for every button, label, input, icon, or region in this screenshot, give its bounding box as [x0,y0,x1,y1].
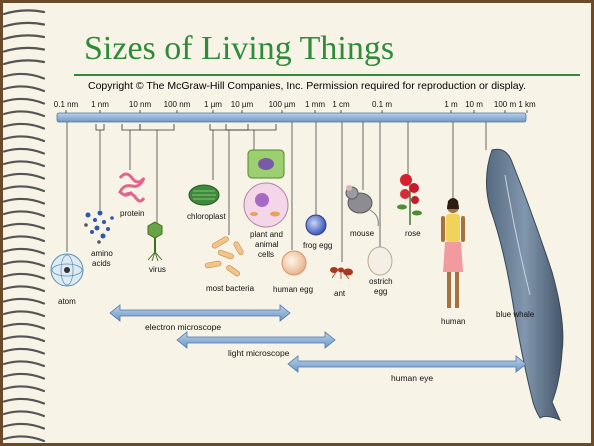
spiral-binding [2,9,46,443]
chloroplast-label: chloroplast [187,212,226,221]
light-microscope-arrow [176,331,336,349]
scale-tick-label: 1 cm [332,100,350,109]
rose-illustration [397,174,422,225]
protein-label: protein [120,209,144,218]
amino-acids-label-line1: amino [91,249,113,258]
light-microscope-label: light microscope [228,348,290,358]
scale-tick-label: 10 nm [129,100,152,109]
spiral-ring [2,59,46,66]
spiral-ring [2,85,46,93]
spiral-ring [2,260,46,268]
human-eye-arrow [287,355,527,373]
human-egg-label: human egg [273,285,313,294]
drop-lines [66,122,487,262]
spiral-ring [2,9,46,16]
spiral-ring [2,34,46,41]
spiral-ring [2,385,46,393]
spiral-ring [2,46,46,53]
amino-acids-illustration [84,210,114,244]
slide-title: Sizes of Living Things [84,30,395,67]
frog-egg-label: frog egg [303,241,332,250]
spiral-ring [2,222,46,230]
spiral-ring [2,285,46,293]
virus-illustration [147,221,163,262]
spiral-ring [2,435,46,443]
scale-tick-label: 100 m [494,100,517,109]
spiral-ring [2,172,46,180]
spiral-ring [2,322,46,330]
plant-cell-illustration [247,149,285,179]
spiral-ring [2,422,46,430]
scale-tick-label: 1 mm [305,100,325,109]
scale-brackets [95,124,277,131]
spiral-ring [2,147,46,155]
spiral-ring [2,135,46,143]
spiral-ring [2,185,46,193]
human-eye-label: human eye [391,373,433,383]
spiral-ring [2,360,46,368]
electron-microscope-arrow [109,304,291,322]
scale-tick-label: 100 µm [269,100,296,109]
scale-tick-label: 0.1 nm [54,100,79,109]
scale-tick-label: 1 µm [204,100,222,109]
spiral-ring [2,197,46,205]
copyright-notice: Copyright © The McGraw-Hill Companies, I… [88,80,527,92]
scale-tick-label: 10 µm [231,100,254,109]
protein-illustration [118,172,146,203]
bacteria-illustration [204,236,244,277]
spiral-ring [2,210,46,218]
ostrich-egg-illustration [367,246,393,276]
animal-cell-illustration [243,182,289,228]
spiral-ring [2,110,46,118]
scale-ticks: 0.1 nm 1 nm 10 nm 100 nm 1 µm 10 µm 100 µm 1 mm… [54,100,536,113]
ostrich-egg-label-1: ostrich [369,277,393,286]
plant-animal-cells-label-3: cells [258,250,274,259]
spiral-ring [2,235,46,243]
spiral-ring [2,247,46,255]
scale-tick-label: 0.1 m [372,100,392,109]
plant-animal-cells-label-1: plant and [250,230,283,239]
spiral-ring [2,97,46,105]
ostrich-egg-label-2: egg [374,287,387,296]
rose-label: rose [405,229,421,238]
most-bacteria-label: most bacteria [206,284,255,293]
spiral-ring [2,21,46,28]
amino-acids-label-line2: acids [92,259,111,268]
scale-tick-label: 10 m [465,100,483,109]
chloroplast-illustration [188,184,220,206]
spiral-ring [2,122,46,130]
spiral-ring [2,310,46,318]
human-egg-illustration [281,250,307,276]
spiral-ring [2,397,46,405]
mouse-label: mouse [350,229,375,238]
plant-animal-cells-label-2: animal [255,240,279,249]
atom-illustration [50,253,84,287]
scale-tick-label: 100 nm [164,100,191,109]
human-label: human [441,317,465,326]
human-illustration [441,198,465,308]
frog-egg-illustration [305,214,327,236]
spiral-ring [2,335,46,343]
electron-microscope-label: electron microscope [145,322,221,332]
scale-bar [56,112,527,123]
spiral-ring [2,160,46,168]
ant-label: ant [334,289,346,298]
spiral-ring [2,410,46,418]
mouse-illustration [345,185,379,227]
title-underline [74,74,580,76]
spiral-ring [2,72,46,80]
spiral-ring [2,297,46,305]
blue-whale-label: blue whale [496,310,535,319]
atom-label: atom [58,297,76,306]
spiral-ring [2,347,46,355]
ant-illustration [330,267,353,280]
spiral-ring [2,272,46,280]
scale-tick-label: 1 nm [91,100,109,109]
virus-label: virus [149,265,166,274]
scale-tick-label: 1 km [518,100,536,109]
scale-tick-label: 1 m [444,100,458,109]
spiral-ring [2,372,46,380]
blue-whale-illustration [486,148,564,421]
